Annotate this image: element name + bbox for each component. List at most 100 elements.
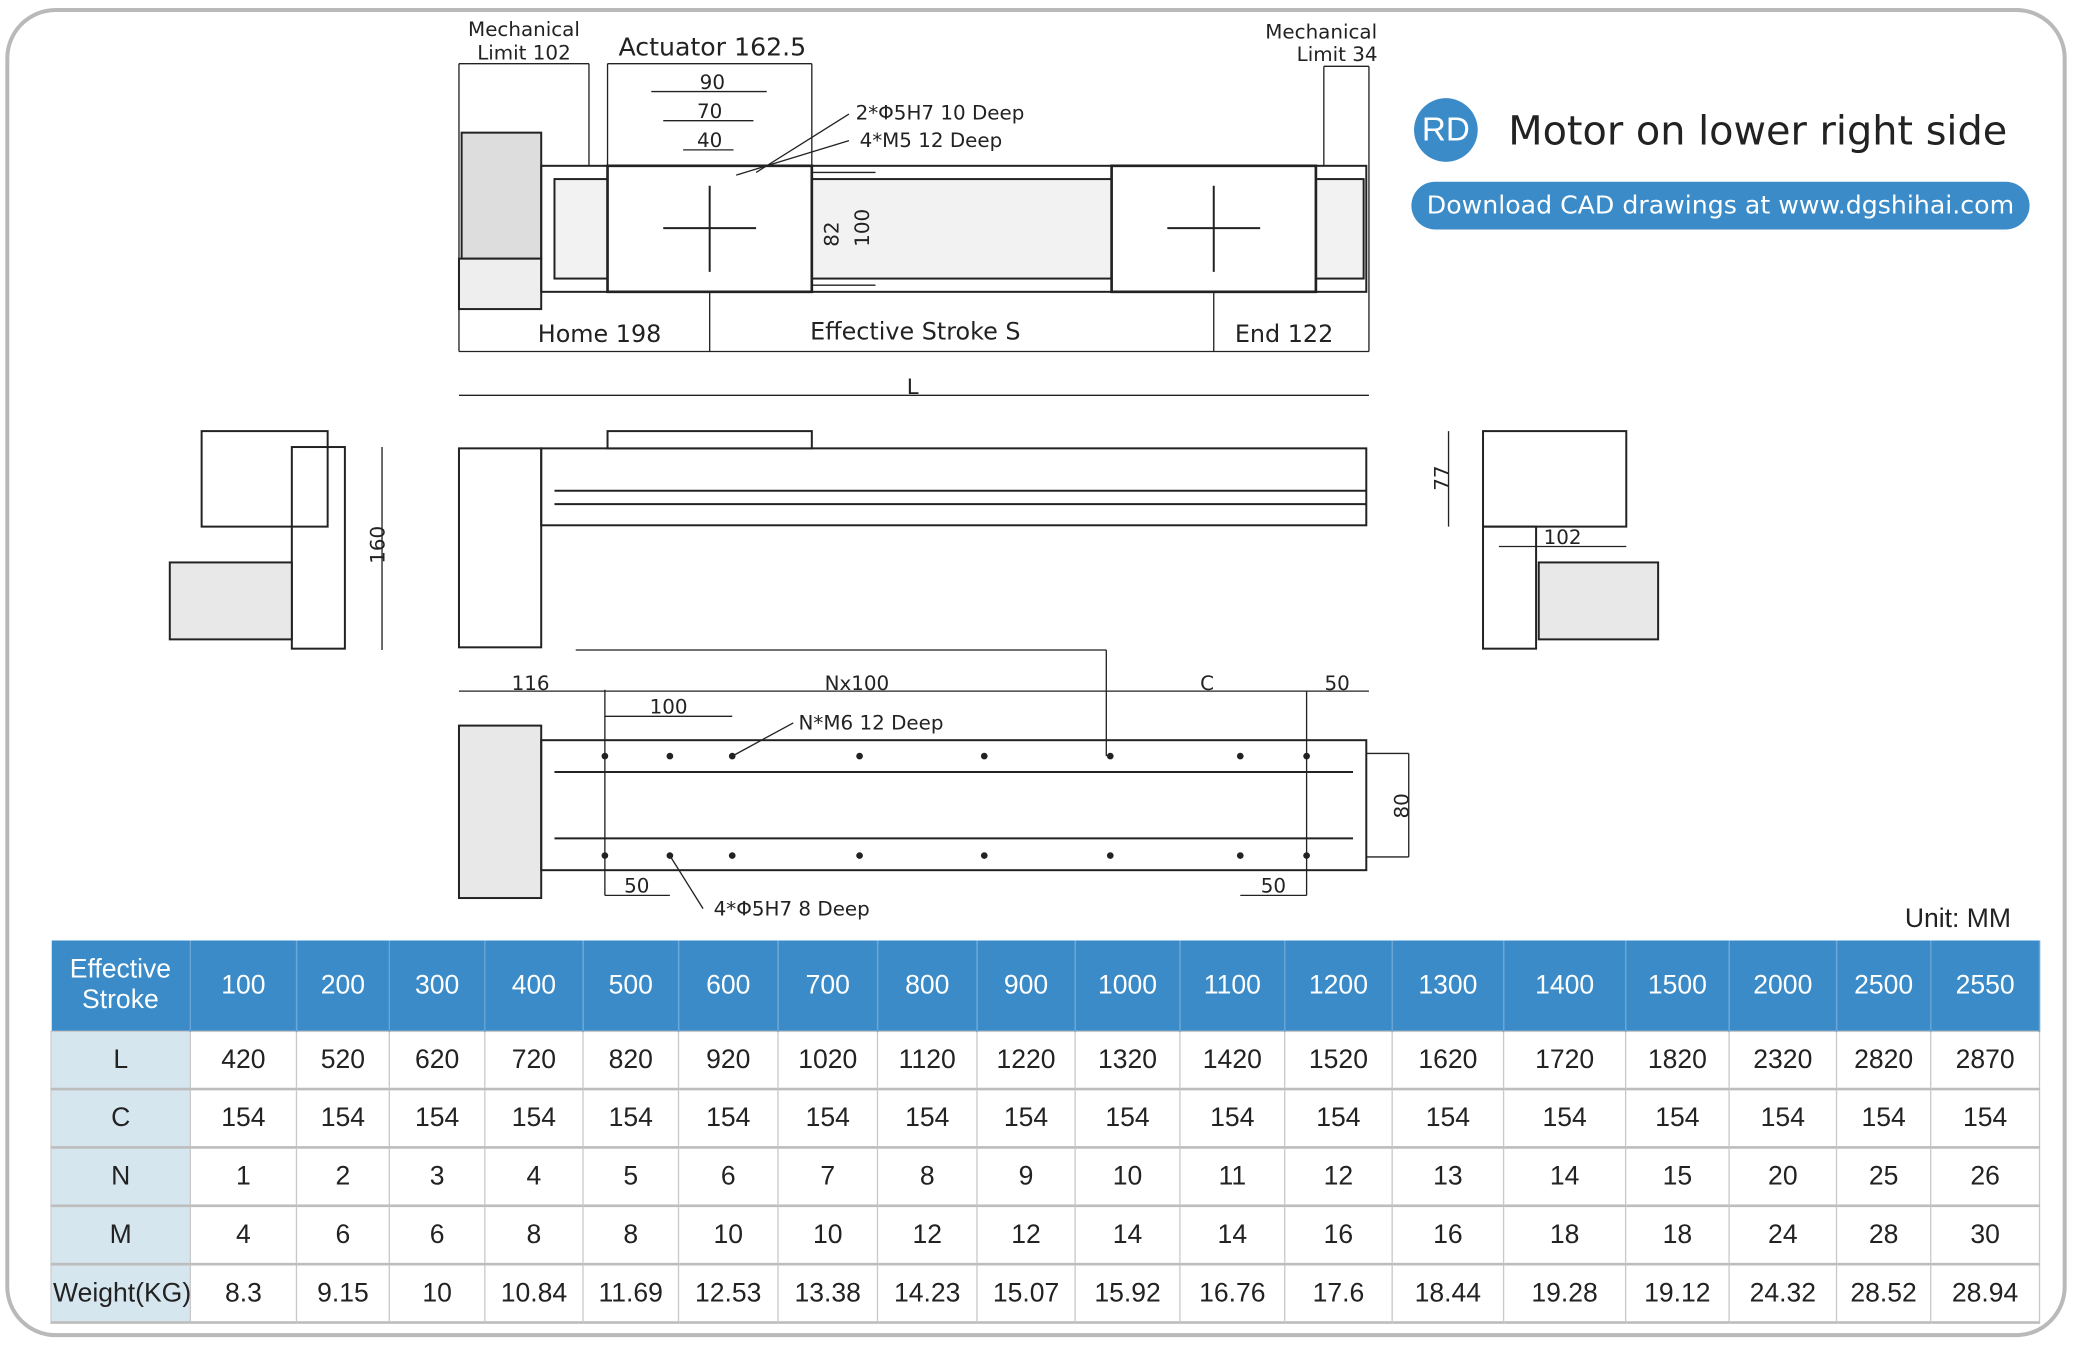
table-cell: 8 — [484, 1205, 584, 1266]
table-cell: 154 — [1074, 1088, 1181, 1149]
table-cell: 18.44 — [1391, 1263, 1505, 1324]
table-cell: 16 — [1284, 1205, 1393, 1266]
home-dim: Home 198 — [538, 320, 662, 348]
table-cell: 520 — [295, 1030, 390, 1091]
header-stroke: 1200 — [1284, 940, 1393, 1032]
table-cell: 19.12 — [1624, 1263, 1730, 1324]
pitch-nx100: Nx100 — [825, 672, 890, 695]
table-cell: 20 — [1728, 1146, 1838, 1208]
table-cell: 1820 — [1624, 1030, 1730, 1091]
rd-badge: RD — [1414, 98, 1478, 162]
actuator-dim: Actuator 162.5 — [618, 33, 806, 62]
table-cell: 8 — [582, 1205, 680, 1266]
table-cell: 9.15 — [295, 1263, 390, 1324]
table-cell: 420 — [189, 1030, 298, 1091]
table-cell: 154 — [677, 1088, 779, 1149]
table-cell: 10 — [677, 1205, 779, 1266]
table-cell: 4 — [484, 1146, 584, 1208]
table-cell: 13.38 — [777, 1263, 879, 1324]
dim-70: 70 — [697, 100, 722, 123]
mech-limit-right-value: Limit 34 — [1297, 43, 1378, 66]
table-cell: 10.84 — [484, 1263, 584, 1324]
table-cell: 16 — [1391, 1205, 1505, 1266]
dim-100-pitch: 100 — [650, 696, 688, 719]
holes-phi5-label: 2*Φ5H7 10 Deep — [856, 101, 1025, 124]
table-cell: 2870 — [1930, 1030, 2041, 1091]
table-cell: 11.69 — [582, 1263, 680, 1324]
table-cell: 7 — [777, 1146, 879, 1208]
page-title: Motor on lower right side — [1508, 108, 2008, 156]
header-stroke: 800 — [877, 940, 978, 1032]
dim-80: 80 — [1391, 793, 1414, 818]
dim-50-left: 50 — [624, 875, 649, 898]
table-cell: 154 — [1284, 1088, 1393, 1149]
table-cell: 154 — [1728, 1088, 1838, 1149]
table-cell: 26 — [1930, 1146, 2041, 1208]
table-cell: 4 — [189, 1205, 298, 1266]
table-cell: 8.3 — [189, 1263, 298, 1324]
table-cell: 12 — [876, 1205, 978, 1266]
table-cell: 620 — [388, 1030, 486, 1091]
side-view: L 160 77 102 — [168, 375, 1660, 650]
mech-limit-left-value: Limit 102 — [477, 42, 571, 65]
table-cell: 154 — [582, 1088, 680, 1149]
table-cell: 154 — [976, 1088, 1076, 1149]
dim-82: 82 — [820, 221, 843, 246]
header-effective-stroke: Effective Stroke — [51, 940, 192, 1032]
table-cell: 28 — [1835, 1205, 1932, 1266]
row-label: C — [50, 1088, 192, 1149]
header-stroke: 200 — [296, 940, 390, 1032]
table-cell: 18 — [1502, 1205, 1627, 1266]
table-cell: 1120 — [876, 1030, 978, 1091]
dim-C: C — [1200, 672, 1214, 695]
dim-40: 40 — [697, 129, 722, 152]
dim-50-top: 50 — [1324, 672, 1349, 695]
table-cell: 5 — [582, 1146, 680, 1208]
table-cell: 1620 — [1391, 1030, 1505, 1091]
holes-m5-label: 4*M5 12 Deep — [860, 129, 1003, 152]
table-cell: 1020 — [777, 1030, 879, 1091]
row-label: N — [50, 1146, 192, 1208]
dim-50-right: 50 — [1261, 875, 1286, 898]
table-cell: 1220 — [976, 1030, 1076, 1091]
end-dim: End 122 — [1235, 320, 1333, 348]
height-77: 77 — [1431, 466, 1454, 491]
table-cell: 25 — [1835, 1146, 1932, 1208]
table-cell: 15.07 — [976, 1263, 1076, 1324]
table-cell: 1720 — [1502, 1030, 1627, 1091]
dim-116: 116 — [512, 672, 550, 695]
table-cell: 14.23 — [876, 1263, 978, 1324]
effective-stroke-dim: Effective Stroke S — [810, 318, 1020, 346]
header-stroke: 2500 — [1836, 940, 1932, 1032]
table-cell: 15.92 — [1074, 1263, 1181, 1324]
header-stroke: 400 — [484, 940, 584, 1032]
header-stroke: 1100 — [1179, 940, 1286, 1032]
table-cell: 10 — [1074, 1146, 1181, 1208]
dim-90: 90 — [700, 71, 725, 94]
table-cell: 10 — [388, 1263, 486, 1324]
top-view: Mechanical Limit 102 Actuator 162.5 90 7… — [457, 18, 1378, 353]
table-cell: 9 — [976, 1146, 1076, 1208]
table-cell: 2320 — [1728, 1030, 1838, 1091]
header-stroke: 500 — [582, 940, 680, 1032]
table-cell: 154 — [1624, 1088, 1730, 1149]
table-cell: 154 — [777, 1088, 879, 1149]
header-stroke: 900 — [976, 940, 1076, 1032]
table-cell: 16.76 — [1179, 1263, 1286, 1324]
row-label: Weight(KG) — [50, 1263, 191, 1324]
width-102: 102 — [1544, 526, 1582, 549]
table-cell: 24.32 — [1728, 1263, 1838, 1324]
table-cell: 154 — [1502, 1088, 1627, 1149]
header-stroke: 1400 — [1503, 940, 1627, 1032]
table-cell: 1420 — [1179, 1030, 1286, 1091]
mech-limit-left-label: Mechanical — [468, 18, 580, 41]
download-cad-button[interactable]: Download CAD drawings at www.dgshihai.co… — [1411, 181, 2030, 230]
unit-label: Unit: MM — [1904, 904, 2011, 934]
table-cell: 1520 — [1284, 1030, 1393, 1091]
table-cell: 24 — [1728, 1205, 1838, 1266]
header-stroke: 2000 — [1729, 940, 1838, 1032]
